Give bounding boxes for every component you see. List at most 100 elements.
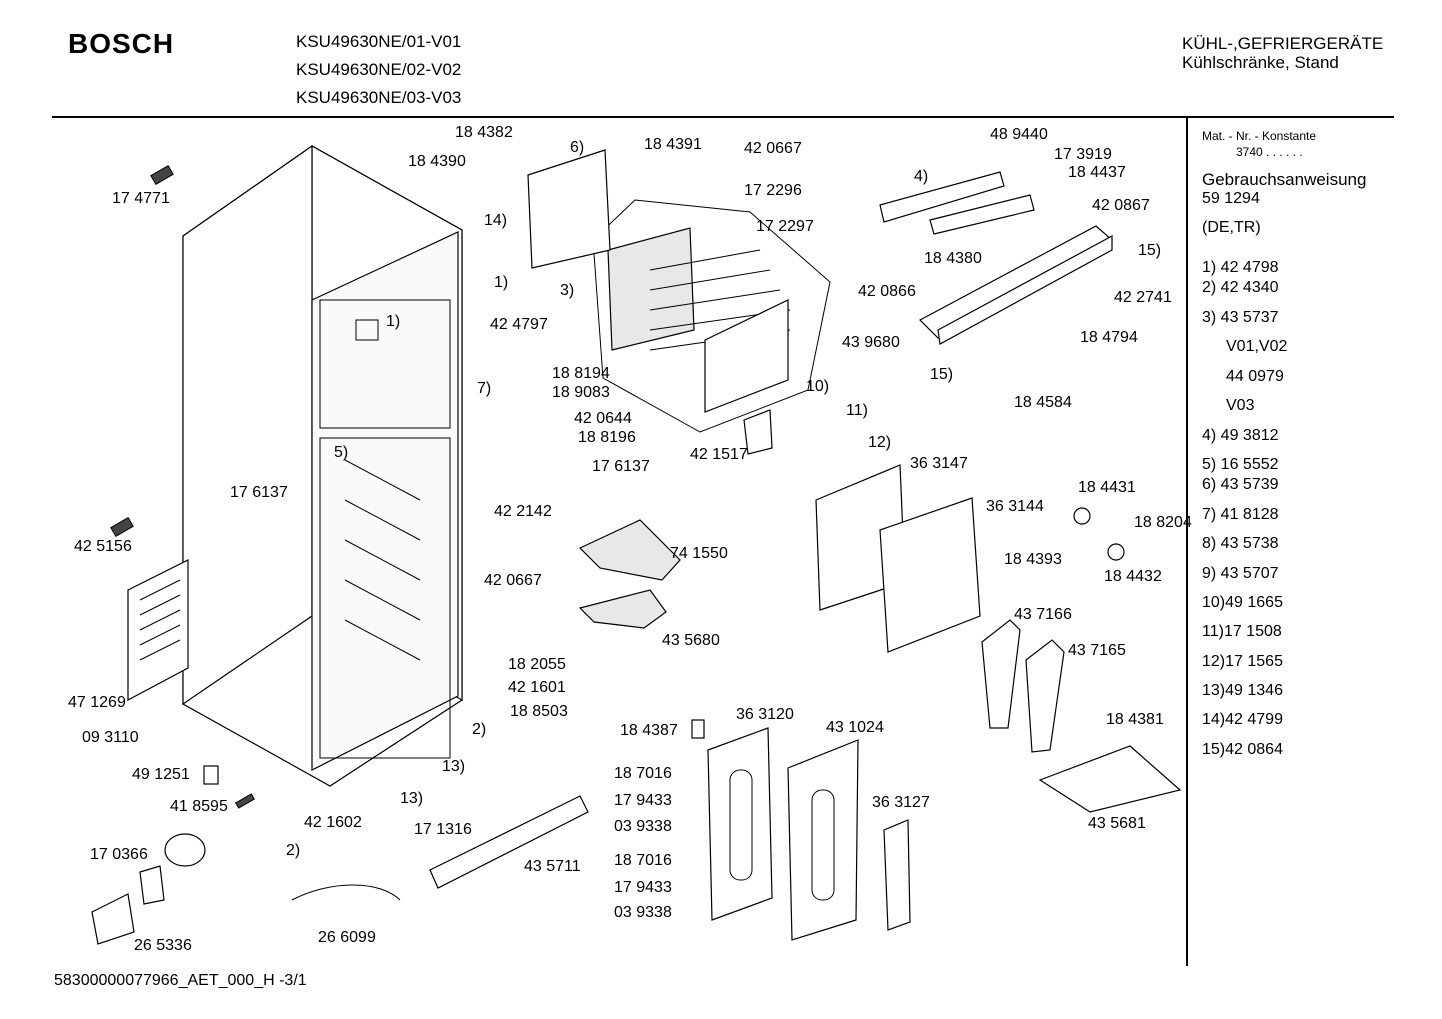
legend-item: 12)17 1565 <box>1202 653 1283 670</box>
manual-number: 59 1294 <box>1202 190 1260 207</box>
part-label: 03 9338 <box>614 818 672 835</box>
part-label: 17 1316 <box>414 821 472 838</box>
part-label: 18 2055 <box>508 656 566 673</box>
part-label: 43 7165 <box>1068 642 1126 659</box>
legend-item: V01,V02 <box>1226 338 1288 355</box>
part-label: 42 0667 <box>744 140 802 157</box>
part-label: 13) <box>400 790 424 807</box>
inner-back-panel <box>879 497 981 653</box>
part-label: 43 1024 <box>826 719 884 736</box>
shelf-support-part <box>578 589 667 629</box>
part-label: 18 4432 <box>1104 568 1162 585</box>
part-label: 36 3120 <box>736 706 794 723</box>
part-label: 14) <box>484 212 508 229</box>
part-label: 15) <box>1138 242 1162 259</box>
part-label: 17 4771 <box>112 190 170 207</box>
part-label: 4) <box>914 168 929 185</box>
part-label: 18 7016 <box>614 765 672 782</box>
model-number-1: KSU49630NE/01-V01 <box>296 32 462 51</box>
door-strip <box>883 819 911 931</box>
legend-item: V03 <box>1226 397 1255 414</box>
part-label: 18 4393 <box>1004 551 1062 568</box>
ring-part <box>1107 543 1125 561</box>
part-label: 2) <box>472 721 487 738</box>
part-label: 49 1251 <box>132 766 190 783</box>
part-label: 6) <box>570 139 585 156</box>
part-label: 09 3110 <box>82 729 139 746</box>
part-label: 48 9440 <box>990 126 1048 143</box>
part-label: 10) <box>806 378 830 395</box>
header-divider <box>52 116 1394 118</box>
legend-item: 7) 41 8128 <box>1202 506 1279 523</box>
door-bin-right <box>1025 639 1065 753</box>
part-label: 43 5680 <box>662 632 720 649</box>
part-label: 18 8196 <box>578 429 636 446</box>
part-label: 42 1602 <box>304 814 362 831</box>
legend-item: 10)49 1665 <box>1202 594 1283 611</box>
legend-item: 15)42 0864 <box>1202 741 1283 758</box>
plug-small-part-2 <box>110 516 134 538</box>
part-label: 13) <box>442 758 466 775</box>
part-label: 12) <box>868 434 892 451</box>
pad-part <box>691 719 705 739</box>
category-subtitle: Kühlschränke, Stand <box>1182 53 1339 72</box>
relay-part <box>203 765 219 785</box>
door-liner-2 <box>787 739 859 941</box>
part-label: 3) <box>560 282 575 299</box>
part-label: 42 0644 <box>574 410 632 427</box>
part-label: 42 1601 <box>508 679 566 696</box>
manual-label: Gebrauchsanweisung <box>1202 170 1367 189</box>
part-label: 18 4390 <box>408 153 466 170</box>
part-label: 18 4794 <box>1080 329 1138 346</box>
legend-item: 44 0979 <box>1226 368 1284 385</box>
brand-logo: BOSCH <box>68 28 175 59</box>
fridge-cabinet <box>182 144 463 787</box>
overload-part <box>235 793 255 809</box>
part-label: 17 2296 <box>744 182 802 199</box>
part-label: 41 8595 <box>170 798 228 815</box>
part-label: 18 4584 <box>1014 394 1072 411</box>
part-label: 17 2297 <box>756 218 814 235</box>
part-label: 42 0667 <box>484 572 542 589</box>
part-label: 11) <box>846 402 868 419</box>
part-label: 43 5681 <box>1088 815 1146 832</box>
part-label: 18 4391 <box>644 136 702 153</box>
top-cover-part <box>527 149 611 269</box>
sidebar-divider <box>1186 118 1188 966</box>
part-label: 5) <box>334 444 349 461</box>
ice-tray-part <box>578 519 681 581</box>
part-label: 18 8194 <box>552 365 610 382</box>
part-label: 18 7016 <box>614 852 672 869</box>
part-label: 42 4797 <box>490 316 548 333</box>
part-label: 47 1269 <box>68 694 126 711</box>
part-label: 17 9433 <box>614 792 672 809</box>
legend-item: 9) 43 5707 <box>1202 565 1279 582</box>
rear-condenser-panel <box>127 559 189 701</box>
part-label: 42 1517 <box>690 446 748 463</box>
model-number-2: KSU49630NE/02-V02 <box>296 60 462 79</box>
legend-item: 4) 49 3812 <box>1202 427 1279 444</box>
fan-motor-assembly <box>91 833 206 945</box>
manual-language: (DE,TR) <box>1202 219 1261 236</box>
part-label: 18 8503 <box>510 703 568 720</box>
part-label: 18 4431 <box>1078 479 1136 496</box>
mat-nr-label: Mat. - Nr. - Konstante <box>1202 129 1317 143</box>
part-label: 18 9083 <box>552 384 610 401</box>
part-label: 18 4380 <box>924 250 982 267</box>
legend-item: 14)42 4799 <box>1202 711 1283 728</box>
part-label: 17 3919 <box>1054 146 1112 163</box>
clamp-part <box>1073 507 1091 525</box>
part-label: 42 2741 <box>1114 289 1172 306</box>
door-bin-left <box>981 619 1021 729</box>
base-plate <box>1038 745 1182 813</box>
part-label: 42 0866 <box>858 283 916 300</box>
part-label: 1) <box>386 313 401 330</box>
legend-item: 3) 43 5737 <box>1202 309 1279 326</box>
part-label: 36 3144 <box>986 498 1044 515</box>
legend-item: 13)49 1346 <box>1202 682 1283 699</box>
part-label: 36 3127 <box>872 794 930 811</box>
part-label: 18 4437 <box>1068 164 1126 181</box>
part-label: 15) <box>930 366 954 383</box>
part-label: 18 4382 <box>455 124 513 141</box>
